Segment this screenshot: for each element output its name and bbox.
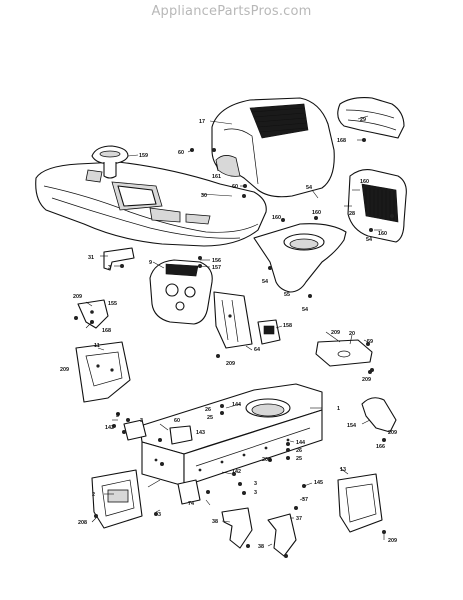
callout-209-b: 209 <box>331 330 340 336</box>
part-154[interactable] <box>361 397 397 433</box>
part-11[interactable] <box>75 341 131 403</box>
callout-60-c: 60 <box>174 418 180 424</box>
callout-37-b: 37 <box>296 516 302 522</box>
part-64[interactable] <box>213 291 253 349</box>
callout-160-d: 160 <box>378 231 387 237</box>
callout-59: 59 <box>367 339 373 345</box>
callout-60: 60 <box>178 150 184 156</box>
callout-13: 13 <box>340 467 346 473</box>
callout-161: 161 <box>212 174 221 180</box>
chassis-frame-part-1[interactable] <box>139 383 323 487</box>
callout-154: 154 <box>347 423 356 429</box>
callout-60-b: 60 <box>232 184 238 190</box>
body-panel-part[interactable] <box>35 161 267 247</box>
callout-160-c: 160 <box>312 210 321 216</box>
callout-168-b: 168 <box>102 328 111 334</box>
callout-3-d: 3 <box>254 481 257 487</box>
callout-54: 54 <box>306 185 312 191</box>
callout-143: 143 <box>196 430 205 436</box>
callout-3-e: 3 <box>254 490 257 496</box>
callout-1: 1 <box>337 406 340 412</box>
part-74[interactable] <box>177 479 201 505</box>
callout-38: 38 <box>212 519 218 525</box>
callout-54-c: 54 <box>262 279 268 285</box>
callout-30: 30 <box>201 193 207 199</box>
part-31[interactable] <box>103 247 135 271</box>
callout-159: 159 <box>139 153 148 159</box>
callout-158: 158 <box>283 323 292 329</box>
callout-26: 26 <box>205 407 211 413</box>
callout-29: 29 <box>360 117 366 123</box>
part-20[interactable] <box>315 339 373 367</box>
callout-144-b: 144 <box>296 440 305 446</box>
callout-156: 156 <box>212 258 221 264</box>
callout-160: 160 <box>360 179 369 185</box>
grille-part-28[interactable] <box>347 169 407 243</box>
callout-labels: 17 29 168 159 60 161 30 60 54 160 28 160… <box>60 117 397 550</box>
callout-145: 145 <box>314 480 323 486</box>
callout-2: 2 <box>92 492 95 498</box>
callout-25-b: 25 <box>296 456 302 462</box>
part-2[interactable] <box>91 469 143 529</box>
part-37-bracket[interactable] <box>267 513 297 557</box>
callout-31: 31 <box>88 255 94 261</box>
part-155[interactable] <box>77 299 109 329</box>
callout-209: 209 <box>73 294 82 300</box>
callout-144: 144 <box>232 402 241 408</box>
part-55[interactable] <box>253 223 347 293</box>
part-158[interactable] <box>257 319 281 345</box>
callout-26-b: 26 <box>296 448 302 454</box>
part-29[interactable] <box>337 97 405 139</box>
callout-74: 74 <box>188 501 194 507</box>
callout-3-b: 3 <box>116 413 119 419</box>
callout-142: 142 <box>105 425 114 431</box>
callout-20: 20 <box>349 331 355 337</box>
callout-209-h: 209 <box>388 538 397 544</box>
callout-157: 157 <box>212 265 221 271</box>
part-38-bracket[interactable] <box>221 507 253 549</box>
callout-3: 3 <box>108 265 111 271</box>
hardware-fasteners <box>74 138 394 558</box>
callout-38-b: 38 <box>258 544 264 550</box>
callout-3-c: 3 <box>140 418 143 424</box>
part-13[interactable] <box>337 473 383 533</box>
part-9[interactable] <box>149 259 213 325</box>
callout-168: 168 <box>337 138 346 144</box>
callout-142-b: 142 <box>232 469 241 475</box>
callout-54-d: 54 <box>302 307 308 313</box>
callout-209-c: 209 <box>226 361 235 367</box>
callout-9: 9 <box>149 260 152 266</box>
callout-209-g: 209 <box>262 457 271 463</box>
callout-209-f: 209 <box>388 430 397 436</box>
callout-209-e: 209 <box>362 377 371 383</box>
part-143-bracket[interactable] <box>169 425 193 445</box>
callout-155: 155 <box>108 301 117 307</box>
callout-160-b: 160 <box>272 215 281 221</box>
callout-209-d: 209 <box>60 367 69 373</box>
hood-part[interactable] <box>211 97 335 198</box>
callout-3-f: 3 <box>158 512 161 518</box>
callout-37: 37 <box>302 497 308 503</box>
callout-55: 55 <box>284 292 290 298</box>
callout-28: 28 <box>349 211 355 217</box>
callout-11: 11 <box>94 343 100 349</box>
callout-25: 25 <box>207 415 213 421</box>
callout-54-b: 54 <box>366 237 372 243</box>
site-watermark: AppliancePartsPros.com <box>151 4 312 19</box>
part-142-bracket[interactable] <box>123 419 147 441</box>
callout-166: 166 <box>376 444 385 450</box>
leader-lines <box>85 115 385 547</box>
callout-17: 17 <box>199 119 205 125</box>
callout-64: 64 <box>254 347 260 353</box>
callout-208: 208 <box>78 520 87 526</box>
